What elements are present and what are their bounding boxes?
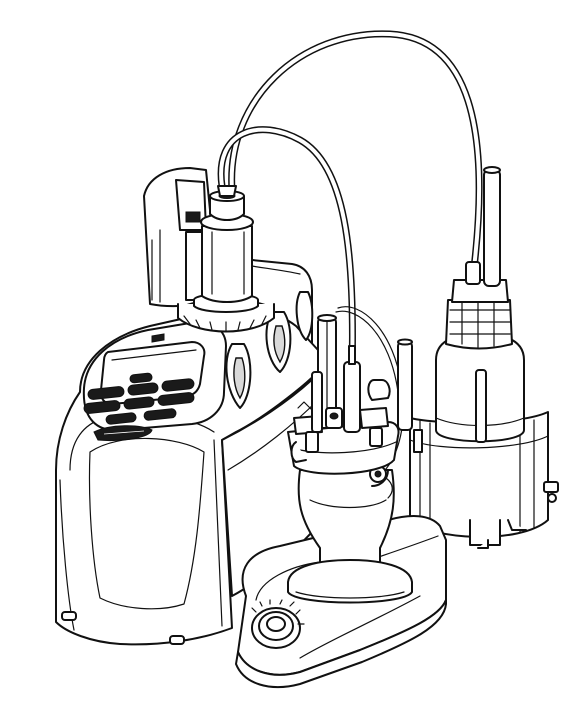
electrode bbox=[311, 314, 361, 433]
stirrer-knob bbox=[251, 599, 305, 649]
dosing-tube-short bbox=[217, 126, 356, 376]
control-panel bbox=[82, 320, 227, 441]
dosing-tube-long bbox=[228, 30, 483, 272]
side-ports bbox=[225, 291, 314, 409]
burette-cylinder bbox=[177, 185, 275, 333]
titration-vessel bbox=[287, 465, 413, 604]
holder-posts bbox=[397, 338, 487, 453]
bottle-holder bbox=[409, 411, 559, 549]
keypad bbox=[83, 372, 195, 425]
